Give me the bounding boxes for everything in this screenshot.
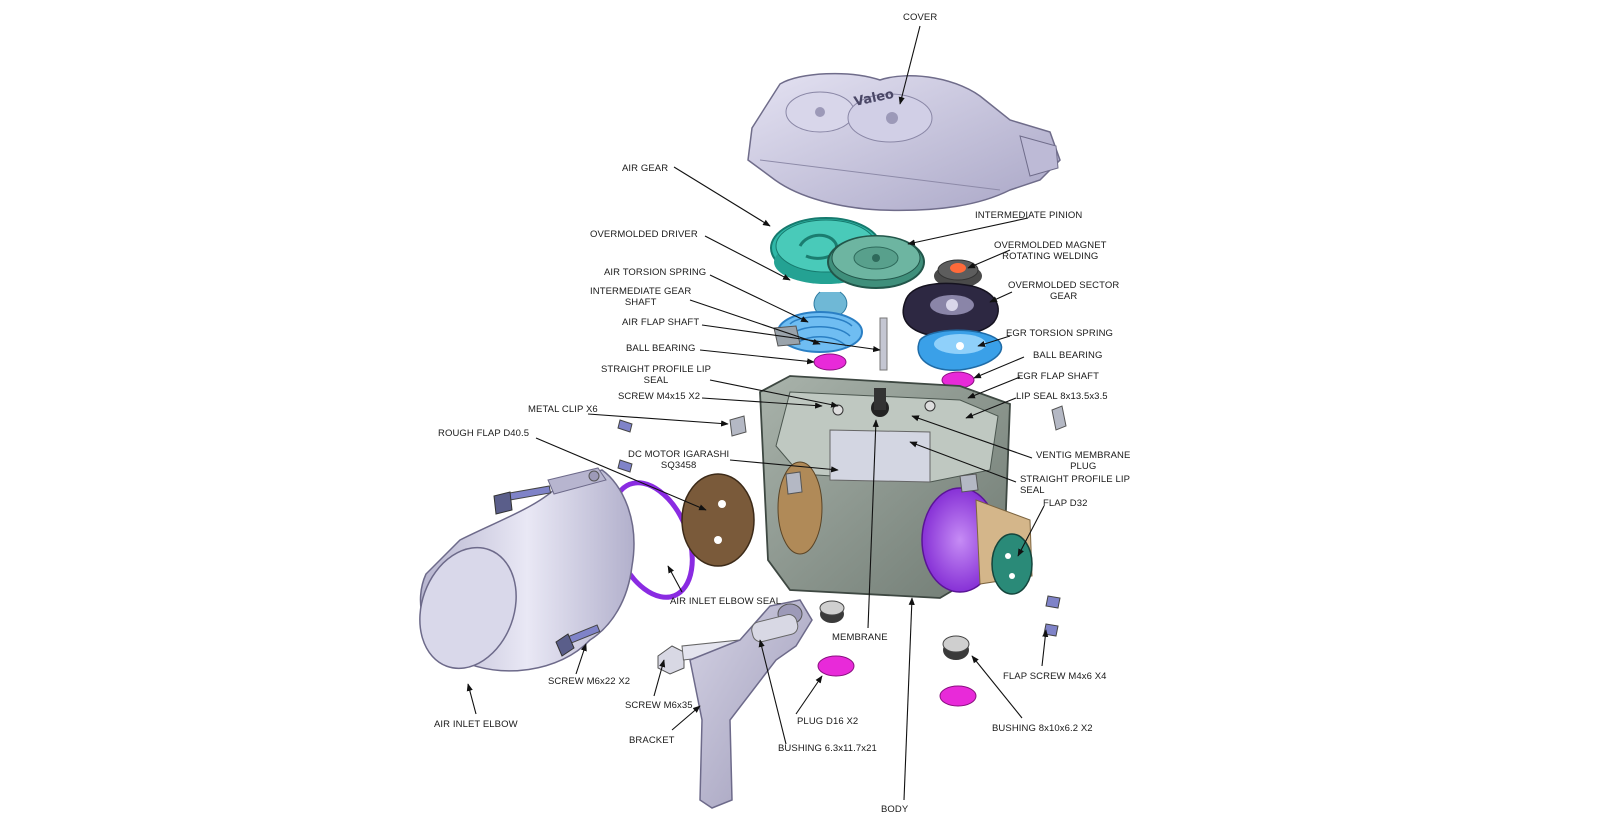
label-air-gear: AIR GEAR bbox=[622, 163, 669, 174]
label-ventig-membrane-line2: PLUG bbox=[1070, 461, 1097, 472]
label-straight-lip-seal-right-line1: STRAIGHT PROFILE LIP bbox=[1020, 474, 1131, 485]
egr-torsion-spring-part bbox=[917, 329, 1003, 371]
label-intermediate-gear-line1: INTERMEDIATE GEAR bbox=[590, 286, 692, 297]
label-overmolded-sector-gear: OVERMOLDED SECTOR GEAR bbox=[1008, 280, 1119, 302]
label-overmolded-sector-line1: OVERMOLDED SECTOR bbox=[1008, 280, 1120, 291]
label-dc-motor-line1: DC MOTOR IGARASHI bbox=[628, 449, 730, 460]
label-straight-lip-seal-right-line2: SEAL bbox=[1020, 485, 1045, 496]
label-egr-torsion-spring: EGR TORSION SPRING bbox=[1006, 328, 1114, 339]
label-overmolded-magnet-line1: OVERMOLDED MAGNET bbox=[994, 240, 1107, 251]
bolt-left-part bbox=[493, 485, 552, 515]
label-straight-lip-seal-line1: STRAIGHT PROFILE LIP bbox=[601, 364, 712, 375]
label-straight-lip-seal-line2: SEAL bbox=[643, 375, 669, 386]
metal-clip-part bbox=[729, 415, 747, 437]
air-inlet-elbow-part bbox=[419, 467, 635, 672]
label-straight-profile-lip-seal-left: STRAIGHT PROFILE LIP SEAL bbox=[601, 364, 711, 386]
label-dc-motor: DC MOTOR IGARASHI SQ3458 bbox=[628, 449, 729, 471]
label-ball-bearing-right: BALL BEARING bbox=[1033, 350, 1103, 361]
leader-lines bbox=[466, 25, 1049, 801]
label-air-torsion-spring: AIR TORSION SPRING bbox=[604, 267, 707, 278]
label-dc-motor-line2: SQ3458 bbox=[660, 460, 697, 471]
air-torsion-spring-part bbox=[773, 311, 863, 353]
screw-m6x22-part bbox=[555, 624, 601, 657]
label-rough-flap: ROUGH FLAP D40.5 bbox=[438, 428, 530, 439]
label-screw-m6x22: SCREW M6x22 X2 bbox=[548, 676, 631, 687]
cover-part: Valeo bbox=[747, 72, 1061, 212]
label-intermediate-gear-line2: SHAFT bbox=[624, 297, 657, 308]
label-flap-screw: FLAP SCREW M4x6 X4 bbox=[1003, 671, 1107, 682]
label-ventig-membrane-line1: VENTIG MEMBRANE bbox=[1036, 450, 1131, 461]
label-plug-d16: PLUG D16 X2 bbox=[797, 716, 859, 727]
bushing-upper-part bbox=[819, 600, 845, 623]
metal-clip-part-body-right bbox=[959, 473, 979, 493]
label-lip-seal: LIP SEAL 8x13.5x3.5 bbox=[1016, 391, 1108, 402]
metal-clip-part-right bbox=[1051, 405, 1067, 431]
metal-clip-part-body bbox=[785, 471, 803, 495]
label-overmolded-sector-line2: GEAR bbox=[1050, 291, 1078, 302]
plug-d16-part bbox=[817, 655, 855, 677]
label-air-flap-shaft: AIR FLAP SHAFT bbox=[622, 317, 700, 328]
label-metal-clip: METAL CLIP X6 bbox=[528, 404, 598, 415]
label-membrane: MEMBRANE bbox=[832, 632, 888, 643]
label-bracket: BRACKET bbox=[629, 735, 675, 746]
bracket-part bbox=[689, 599, 813, 809]
intermediate-pinion-part bbox=[827, 235, 925, 289]
label-air-inlet-elbow: AIR INLET ELBOW bbox=[434, 719, 518, 730]
label-flap-d32: FLAP D32 bbox=[1043, 498, 1088, 509]
label-screw-m6x35: SCREW M6x35 bbox=[625, 700, 693, 711]
rough-flap-part bbox=[681, 473, 755, 567]
label-overmolded-driver: OVERMOLDED DRIVER bbox=[590, 229, 698, 240]
label-ball-bearing-left: BALL BEARING bbox=[626, 343, 696, 354]
label-straight-profile-lip-seal-right: STRAIGHT PROFILE LIP SEAL bbox=[1020, 474, 1130, 496]
label-bushing-8x10: BUSHING 8x10x6.2 X2 bbox=[992, 723, 1093, 734]
label-overmolded-magnet-line2: ROTATING WELDING bbox=[1002, 251, 1099, 262]
label-bushing-6-3: BUSHING 6.3x11.7x21 bbox=[778, 743, 877, 754]
label-cover: COVER bbox=[903, 12, 938, 23]
label-ventig-membrane-plug: VENTIG MEMBRANE PLUG bbox=[1036, 450, 1130, 472]
bushing-8x10-part bbox=[942, 635, 970, 660]
membrane-shaft bbox=[879, 317, 888, 371]
label-intermediate-gear-shaft: INTERMEDIATE GEAR SHAFT bbox=[590, 286, 691, 308]
label-body: BODY bbox=[881, 804, 909, 815]
label-air-inlet-elbow-seal: AIR INLET ELBOW SEAL bbox=[670, 596, 782, 607]
label-overmolded-magnet: OVERMOLDED MAGNET ROTATING WELDING bbox=[994, 240, 1107, 262]
label-intermediate-pinion: INTERMEDIATE PINION bbox=[975, 210, 1083, 221]
flap-d32-part bbox=[991, 533, 1033, 595]
label-screw-m4x15: SCREW M4x15 X2 bbox=[618, 391, 701, 402]
label-egr-flap-shaft: EGR FLAP SHAFT bbox=[1017, 371, 1099, 382]
ball-bearing-left-part bbox=[813, 353, 847, 371]
overmolded-sector-gear-part bbox=[902, 282, 999, 338]
plug-d16-part-2 bbox=[939, 685, 977, 707]
